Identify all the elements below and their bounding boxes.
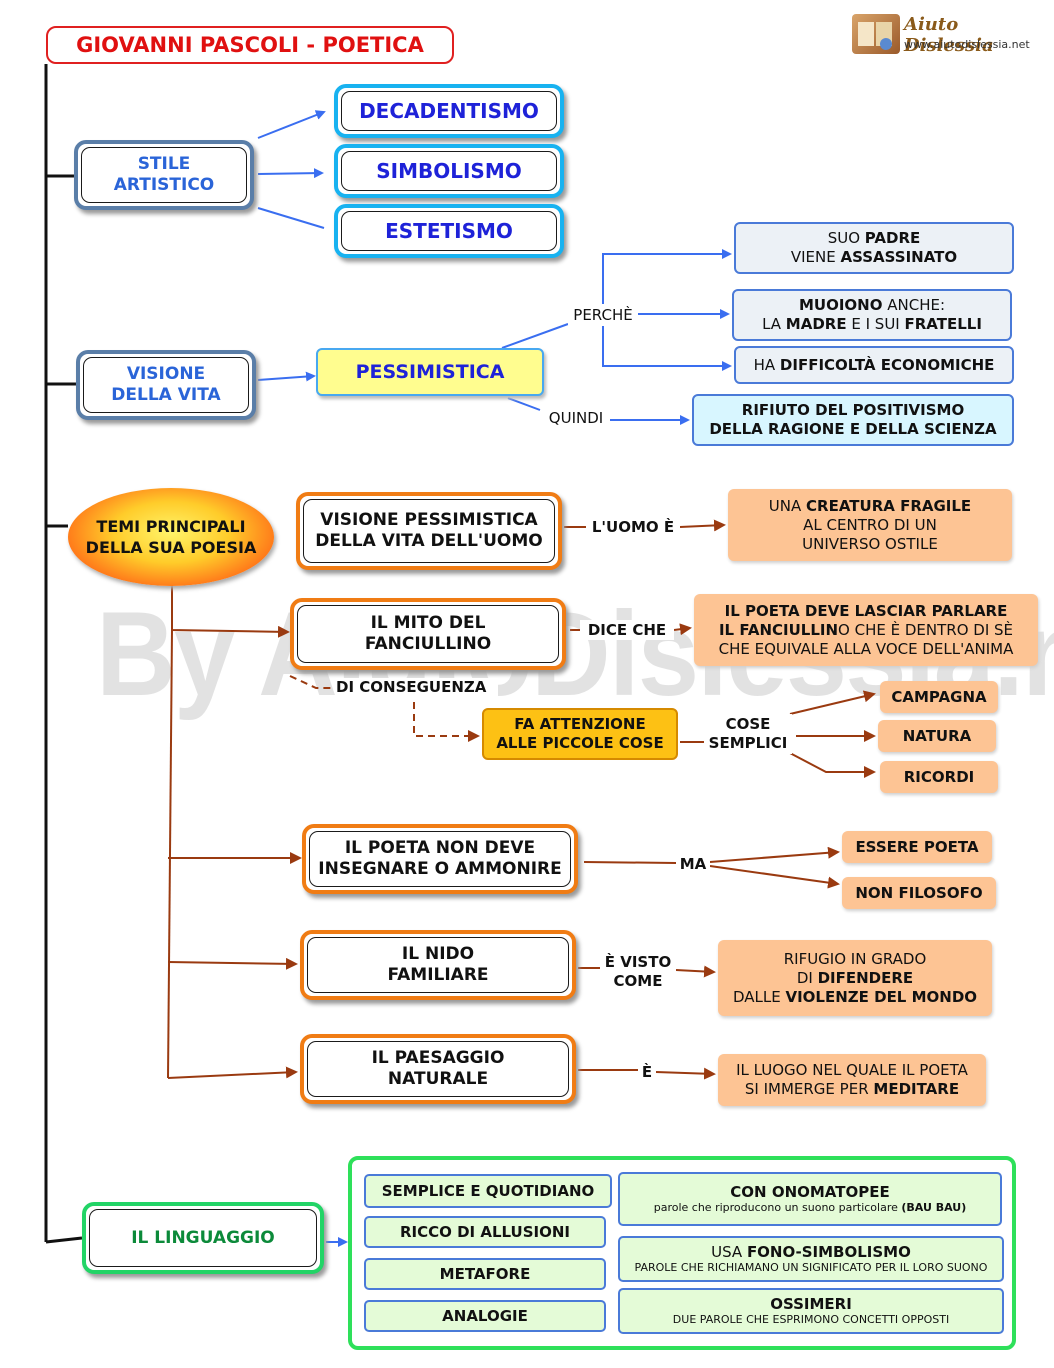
temi-principali-ellipse: TEMI PRINCIPALI DELLA SUA POESIA bbox=[68, 488, 274, 586]
creatura-fragile-box: UNA CREATURA FRAGILE AL CENTRO DI UN UNI… bbox=[728, 489, 1012, 561]
onomatopee-box: CON ONOMATOPEE parole che riproducono un… bbox=[618, 1172, 1002, 1226]
non-filosofo-box: NON FILOSOFO bbox=[842, 877, 996, 909]
pessimistica-box: PESSIMISTICA bbox=[316, 348, 544, 396]
visione-della-vita-box: VISIONE DELLA VITA bbox=[76, 350, 256, 420]
reason-economiche-box: HA DIFFICOLTÀ ECONOMICHE bbox=[734, 346, 1014, 384]
analogie-box: ANALOGIE bbox=[364, 1300, 606, 1332]
fono-simbolismo-box: USA FONO-SIMBOLISMO PAROLE CHE RICHIAMAN… bbox=[618, 1236, 1004, 1282]
stile-artistico-box: STILE ARTISTICO bbox=[74, 140, 254, 210]
ricordi-box: RICORDI bbox=[880, 761, 998, 793]
logo-url: www.aiutodislessia.net bbox=[904, 38, 1030, 51]
ossimeri-box: OSSIMERI DUE PAROLE CHE ESPRIMONO CONCET… bbox=[618, 1288, 1004, 1334]
fanciullino-result-box: IL POETA DEVE LASCIAR PARLARE IL FANCIUL… bbox=[694, 594, 1038, 666]
perche-label: PERCHÈ bbox=[568, 305, 638, 325]
linguaggio-box: IL LINGUAGGIO bbox=[82, 1202, 324, 1274]
di-conseguenza-label: DI CONSEGUENZA bbox=[336, 678, 498, 698]
ma-label: MA bbox=[676, 854, 710, 874]
book-icon bbox=[852, 14, 900, 54]
stile-label-1: STILE bbox=[137, 154, 191, 174]
estetismo-box: ESTETISMO bbox=[334, 204, 564, 258]
simbolismo-box: SIMBOLISMO bbox=[334, 144, 564, 198]
campagna-box: CAMPAGNA bbox=[880, 681, 998, 713]
visione-label-2: DELLA VITA bbox=[111, 385, 221, 405]
logo-brand: Aiuto Dislessia bbox=[904, 14, 994, 56]
main-spine bbox=[44, 64, 83, 1244]
rifugio-box: RIFUGIO IN GRADO DI DIFENDERE DALLE VIOL… bbox=[718, 940, 992, 1016]
natura-box: NATURA bbox=[878, 720, 996, 752]
stile-item: SIMBOLISMO bbox=[376, 159, 522, 183]
reason-madre-box: MUOIONO ANCHE: LA MADRE E I SUI FRATELLI bbox=[732, 289, 1012, 341]
quindi-label: QUINDI bbox=[542, 408, 610, 428]
stile-label-2: ARTISTICO bbox=[113, 175, 215, 195]
uomo-e-label: L'UOMO È bbox=[586, 517, 680, 537]
visione-label-1: VISIONE bbox=[126, 364, 206, 384]
luogo-meditare-box: IL LUOGO NEL QUALE IL POETA SI IMMERGE P… bbox=[718, 1054, 986, 1106]
semplice-box: SEMPLICE E QUOTIDIANO bbox=[364, 1174, 612, 1208]
page-title: GIOVANNI PASCOLI - POETICA bbox=[46, 26, 454, 64]
e-label: È bbox=[638, 1062, 656, 1082]
decadentismo-box: DECADENTISMO bbox=[334, 84, 564, 138]
metafore-box: METAFORE bbox=[364, 1258, 606, 1290]
reason-padre-box: SUO PADRE VIENE ASSASSINATO bbox=[734, 222, 1014, 274]
pessimistica-label: PESSIMISTICA bbox=[355, 361, 505, 383]
allusioni-box: RICCO DI ALLUSIONI bbox=[364, 1216, 606, 1248]
stile-item: DECADENTISMO bbox=[359, 99, 539, 123]
dice-che-label: DICE CHE bbox=[580, 620, 674, 640]
rifiuto-positivismo-box: RIFIUTO DEL POSITIVISMO DELLA RAGIONE E … bbox=[692, 394, 1014, 446]
essere-poeta-box: ESSERE POETA bbox=[842, 831, 992, 863]
stile-item: ESTETISMO bbox=[385, 219, 513, 243]
